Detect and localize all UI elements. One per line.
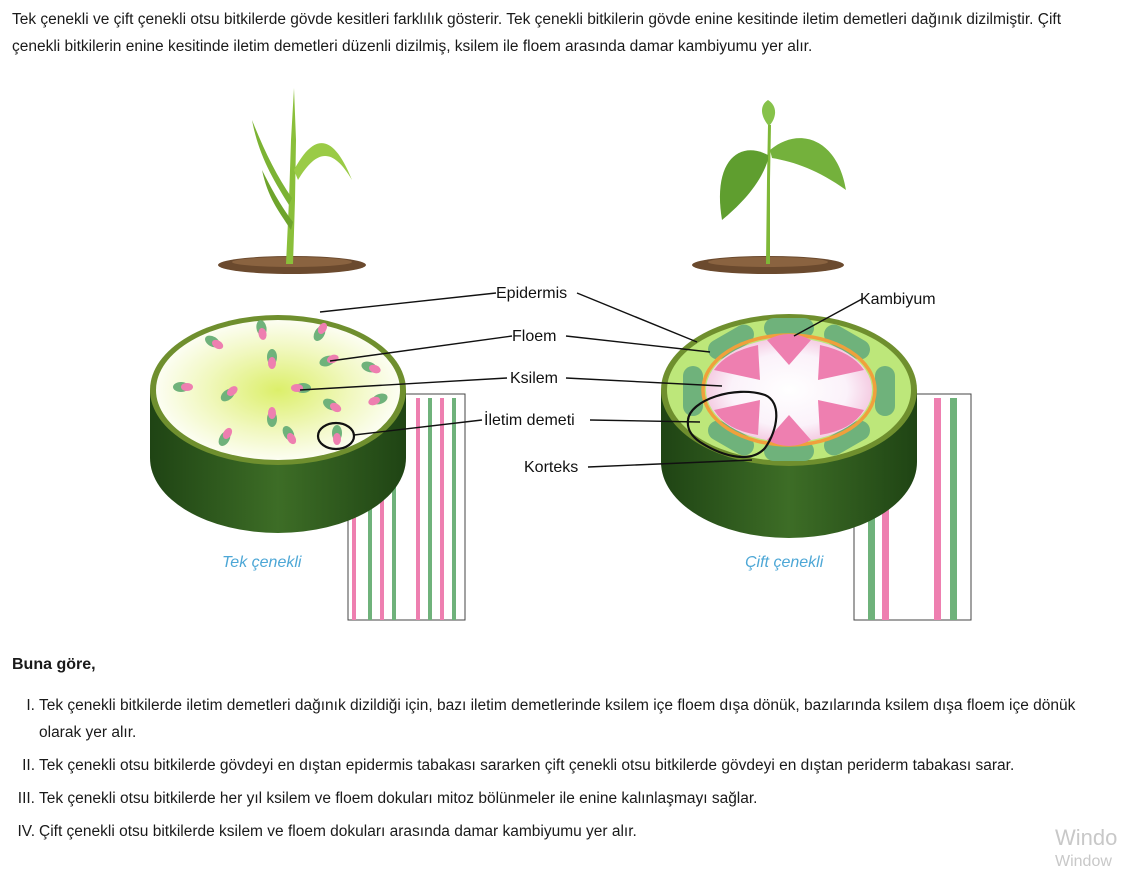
dicot-seedling — [692, 100, 846, 274]
statement-number: II. — [22, 757, 35, 774]
label-kambiyum: Kambiyum — [860, 291, 936, 308]
dicot-xylem-wedges — [714, 334, 864, 446]
statement-text: Tek çenekli otsu bitkilerde her yıl ksil… — [39, 790, 758, 807]
dicot-cross-section — [661, 314, 972, 621]
statement-text: Tek çenekli otsu bitkilerde gövdeyi en d… — [39, 757, 1015, 774]
monocot-vascular-bundles — [173, 320, 388, 446]
diagram-labels: Epidermis Kambiyum Floem Ksilem İletim d… — [484, 285, 936, 476]
statement-number: I. — [26, 697, 35, 714]
caption-monocot: Tek çenekli — [222, 554, 302, 571]
statement-item: II. Tek çenekli otsu bitkilerde gövdeyi … — [8, 752, 1113, 779]
stem-cross-section-figure: Epidermis Kambiyum Floem Ksilem İletim d… — [0, 80, 1122, 640]
statement-number: IV. — [17, 823, 35, 840]
dicot-highlight-outline — [686, 390, 778, 459]
label-ksilem: Ksilem — [510, 370, 558, 387]
label-iletim-demeti: İletim demeti — [484, 410, 575, 429]
statement-item: I. Tek çenekli bitkilerde iletim demetle… — [8, 692, 1113, 746]
statement-item: III. Tek çenekli otsu bitkilerde her yıl… — [8, 785, 1113, 812]
statement-text: Çift çenekli otsu bitkilerde ksilem ve f… — [39, 823, 637, 840]
watermark-line-2: Window — [1055, 853, 1112, 870]
label-floem: Floem — [512, 328, 556, 345]
caption-dicot: Çift çenekli — [745, 554, 824, 571]
leader-lines — [299, 292, 863, 468]
question-stem: Buna göre, — [12, 656, 96, 673]
monocot-seedling — [218, 88, 366, 274]
label-epidermis: Epidermis — [496, 285, 567, 302]
statement-list: I. Tek çenekli bitkilerde iletim demetle… — [8, 692, 1113, 851]
label-korteks: Korteks — [524, 459, 578, 476]
statement-item: IV. Çift çenekli otsu bitkilerde ksilem … — [8, 818, 1113, 845]
monocot-highlight-circle — [316, 421, 356, 451]
monocot-cross-section — [150, 315, 466, 621]
intro-paragraph: Tek çenekli ve çift çenekli otsu bitkile… — [12, 11, 1062, 55]
statement-number: III. — [17, 790, 35, 807]
watermark-line-1: Windo — [1055, 825, 1118, 850]
activation-watermark: Windo Window — [1055, 826, 1117, 874]
statement-text: Tek çenekli bitkilerde iletim demetleri … — [39, 697, 1076, 741]
